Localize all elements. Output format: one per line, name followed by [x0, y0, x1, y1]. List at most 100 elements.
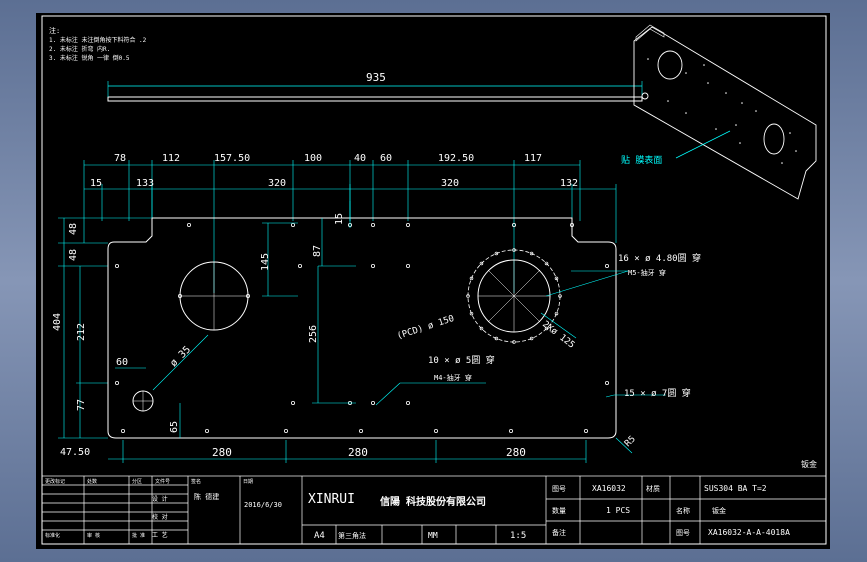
mounting-hole [290, 400, 295, 405]
mounting-hole [605, 380, 610, 385]
mounting-hole [115, 263, 120, 268]
dim-15-internal: 15 [334, 213, 345, 225]
mounting-hole [511, 222, 516, 227]
right-large-hole [467, 249, 561, 343]
title-block [41, 475, 827, 545]
mounting-hole [121, 428, 126, 433]
dim-100: 100 [304, 153, 322, 164]
side-view-strip: 935 [107, 71, 643, 102]
design-date: 2016/6/30 [244, 501, 282, 509]
dim-145: 145 [260, 253, 271, 271]
view-label: 贴 膜表面 [621, 154, 662, 166]
drawing-number: XA16032-A-A-4018A [708, 528, 790, 537]
mounting-hole [177, 293, 182, 298]
callout-16-holes: 16 × ø 4.80圆 穿 [618, 252, 701, 264]
callout-m4: M4-抽牙 穿 [434, 373, 472, 382]
dim-212: 212 [76, 323, 87, 341]
dim-47-50: 47.50 [60, 447, 90, 458]
dim-112: 112 [162, 153, 180, 164]
mounting-hole [358, 428, 363, 433]
svg-text:批 准: 批 准 [132, 532, 145, 539]
paper-size: A4 [314, 531, 325, 541]
mounting-hole [508, 428, 513, 433]
dim-phi35: ø 35 [168, 344, 193, 369]
dim-320-right: 320 [441, 178, 459, 189]
pcd-hole [529, 251, 534, 256]
title-block-revision-cells: 更改标记 处数 分区 文件号 签名 日期 设 计 校 对 工 艺 标准化 审 核… [45, 478, 253, 539]
svg-text:校 对: 校 对 [152, 513, 168, 521]
pcd-hole [554, 276, 559, 281]
svg-text:设 计: 设 计 [152, 495, 168, 503]
dim-133: 133 [136, 178, 154, 189]
svg-text:标准化: 标准化 [45, 532, 60, 539]
label-code: 图号 [552, 485, 566, 493]
small-hole-phi35 [132, 390, 154, 412]
label-note: 备注 [552, 528, 566, 537]
pcd-hole [494, 251, 499, 256]
dim-77: 77 [76, 399, 87, 411]
dim-48-mid: 48 [68, 249, 79, 261]
dim-78: 78 [114, 153, 126, 164]
mounting-hole [405, 400, 410, 405]
designer-name: 陈 德建 [194, 492, 219, 501]
pcd-hole [466, 294, 470, 298]
dim-65: 65 [169, 421, 180, 433]
mounting-hole [370, 222, 375, 227]
top-dimension-chain-1 [83, 160, 581, 293]
left-large-hole [179, 261, 249, 331]
internal-dimensions [115, 201, 666, 454]
note-line-2: 2. 未标注 折弯 内R. [49, 45, 110, 53]
callout-15-holes: 15 × ø 7圆 穿 [624, 387, 691, 399]
mounting-hole [283, 428, 288, 433]
pcd-hole [558, 294, 562, 298]
callout-m5: M5-抽牙 穿 [628, 268, 666, 277]
svg-text:审 核: 审 核 [87, 532, 100, 539]
label-material: 材质 [646, 484, 660, 493]
scale: 1:5 [510, 531, 526, 541]
mounting-hole [115, 380, 120, 385]
corner-mark: 钣金 [801, 459, 817, 469]
pcd-hole [554, 311, 559, 316]
pcd-hole [479, 261, 484, 266]
mounting-hole [370, 263, 375, 268]
dim-280-2: 280 [348, 446, 368, 459]
pcd-hole [469, 311, 474, 316]
company-english-name: XINRUI [308, 492, 355, 507]
notes-title: 注: [49, 26, 60, 35]
dim-280-1: 280 [212, 446, 232, 459]
mounting-hole [405, 263, 410, 268]
dim-48-top: 48 [68, 223, 79, 235]
iso-holes [647, 58, 797, 164]
unit: MM [428, 531, 438, 540]
note-line-1: 1. 未标注 未注倒角按下料符合 .2 [49, 36, 147, 44]
dim-pcd150: (PCD) ø 150 [396, 314, 456, 342]
svg-text:分区: 分区 [132, 478, 142, 485]
mounting-hole [370, 400, 375, 405]
svg-text:处数: 处数 [87, 478, 97, 485]
dim-280-3: 280 [506, 446, 526, 459]
svg-text:日期: 日期 [243, 479, 253, 485]
svg-text:更改标记: 更改标记 [45, 478, 65, 485]
pcd-hole [529, 336, 534, 341]
pcd-hole [512, 248, 516, 252]
svg-text:文件号: 文件号 [155, 478, 170, 485]
dim-117: 117 [524, 153, 542, 164]
dim-2xphi125: 2Xø 125 [540, 319, 576, 350]
note-line-3: 3. 未标注 锐角 一律 倒0.5 [49, 54, 130, 62]
pcd-hole [494, 336, 499, 341]
svg-text:签名: 签名 [191, 478, 201, 485]
svg-text:工 艺: 工 艺 [152, 531, 168, 539]
dim-192-50: 192.50 [438, 153, 474, 164]
pcd-hole [512, 340, 516, 344]
mounting-hole [297, 263, 302, 268]
dim-256: 256 [308, 325, 319, 343]
dim-60: 60 [380, 153, 392, 164]
mounting-hole [605, 263, 610, 268]
dim-404: 404 [52, 313, 63, 331]
plate-outline [107, 217, 617, 439]
dim-157-50: 157.50 [214, 153, 250, 164]
projection-method: 第三角法 [338, 531, 366, 540]
pcd-hole [469, 276, 474, 281]
dim-87: 87 [312, 245, 323, 257]
mounting-hole [433, 428, 438, 433]
